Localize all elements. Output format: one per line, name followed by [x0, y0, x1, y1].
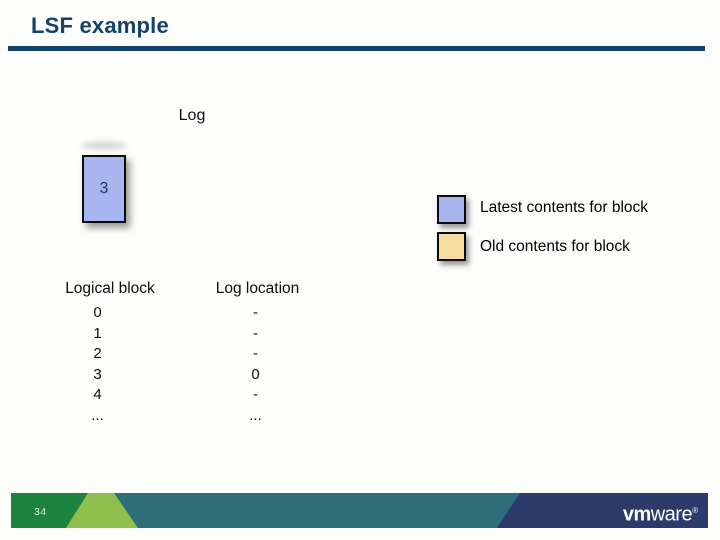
table-cell: 4: [93, 386, 102, 404]
table-cell: 0: [251, 365, 260, 383]
footer-band: 34 vmware®: [11, 493, 708, 528]
table-cell: 1: [93, 324, 102, 342]
table-cell: 2: [93, 345, 102, 363]
legend-swatch-old: [437, 232, 466, 261]
table-cell: ...: [249, 406, 262, 424]
table-cell: -: [253, 345, 258, 363]
legend-label-latest: Latest contents for block: [480, 199, 649, 216]
vmware-logo-ware: ware: [650, 503, 693, 526]
table-header-log-location: Log location: [215, 280, 300, 297]
legend-swatch-latest: [437, 195, 466, 224]
table-column-log-location: - - - 0 - ...: [207, 303, 304, 427]
log-block-3: 3: [82, 155, 126, 223]
vmware-logo-vm: vm: [622, 503, 651, 526]
table-cell: ...: [91, 406, 104, 424]
table-header-logical-block: Logical block: [65, 280, 155, 297]
table-cell: -: [253, 304, 258, 321]
table-column-logical-block: 0 1 2 3 4 ...: [55, 303, 140, 427]
footer-band-graphic: [11, 493, 708, 528]
table-cell: -: [253, 386, 258, 404]
block-shadow: [81, 142, 127, 149]
page-title: LSF example: [31, 13, 169, 38]
table-cell: 3: [93, 365, 102, 383]
log-label: Log: [178, 107, 206, 124]
slide-page-number: 34: [34, 506, 47, 518]
vmware-logo: vmware®: [623, 501, 698, 525]
title-rule: [8, 46, 705, 51]
registered-mark: ®: [692, 506, 698, 515]
table-cell: -: [253, 324, 258, 342]
log-block-value: 3: [99, 180, 109, 197]
table-cell: 0: [93, 304, 102, 321]
legend-label-old: Old contents for block: [480, 238, 630, 255]
